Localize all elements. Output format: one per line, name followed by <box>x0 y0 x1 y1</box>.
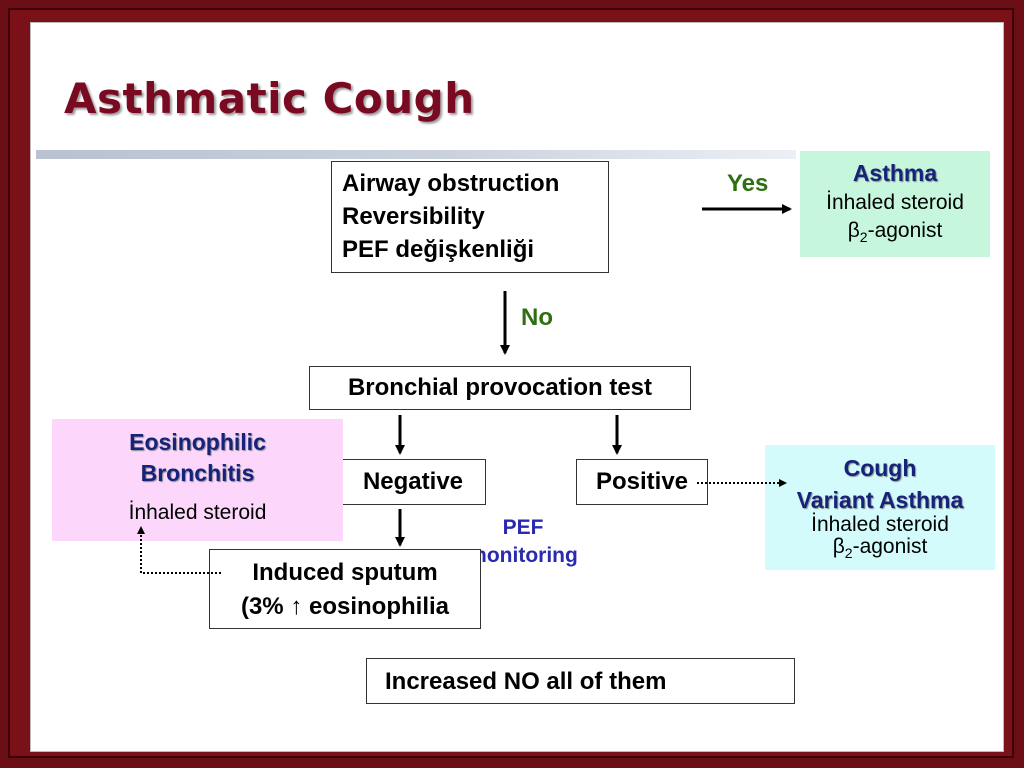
cough-variant-heading-line2: Variant Asthma <box>796 487 964 513</box>
induced-sputum-line1: Induced sputum <box>252 559 438 586</box>
diagnosis-criteria-box: Airway obstruction Reversibility PEF değ… <box>331 161 609 273</box>
positive-label: Positive <box>595 468 689 495</box>
no-label: No <box>521 304 553 331</box>
increased-no-label: Increased NO all of them <box>385 668 667 695</box>
asthma-box: Asthma İnhaled steroid β2-agonist <box>800 151 990 257</box>
negative-box: Negative <box>340 459 486 505</box>
induced-sputum-line2: (3% ↑ eosinophilia <box>210 590 480 624</box>
asthma-steroid-line: İnhaled steroid <box>826 191 964 214</box>
eosinophilic-bronchitis-box: Eosinophilic Bronchitis İnhaled steroid <box>52 419 343 541</box>
provocation-test-box: Bronchial provocation test <box>309 366 691 410</box>
asthma-beta-subscript: 2 <box>859 229 868 246</box>
increased-no-box: Increased NO all of them <box>366 658 795 704</box>
diagnosis-line-reversibility: Reversibility <box>342 203 485 230</box>
slide-title: Asthmatic Cough <box>64 74 475 123</box>
cough-variant-asthma-box: Cough Variant Asthma İnhaled steroid β2-… <box>765 445 995 570</box>
positive-box: Positive <box>576 459 708 505</box>
cough-variant-steroid-line: İnhaled steroid <box>811 513 949 536</box>
pef-monitoring-label: PEF monitoring <box>452 514 594 570</box>
title-underline <box>36 150 796 159</box>
eosinophilic-steroid-line: İnhaled steroid <box>128 501 267 524</box>
induced-sputum-percent: (3% <box>240 593 284 620</box>
eosinophilic-heading-line1: Eosinophilic <box>129 429 266 455</box>
asthma-agonist-line: β2-agonist <box>800 219 990 245</box>
negative-label: Negative <box>362 468 464 495</box>
pef-monitoring-line2: monitoring <box>468 544 578 567</box>
pef-monitoring-line1: PEF <box>502 516 544 539</box>
arrow-up-icon: ↑ <box>290 593 303 620</box>
cough-variant-heading-line1: Cough <box>843 455 917 481</box>
cough-variant-beta-symbol: β <box>832 535 845 558</box>
induced-sputum-box: Induced sputum (3% ↑ eosinophilia <box>209 549 481 629</box>
induced-sputum-eosinophilia: eosinophilia <box>309 593 450 620</box>
diagnosis-line-airway: Airway obstruction <box>342 170 560 197</box>
cough-variant-beta-subscript: 2 <box>844 545 853 562</box>
asthma-heading: Asthma <box>852 160 938 186</box>
cough-variant-agonist-suffix: -agonist <box>852 535 928 558</box>
cough-variant-agonist-line: β2-agonist <box>765 536 995 564</box>
eosinophilic-heading-line2: Bronchitis <box>140 460 255 486</box>
asthma-beta-symbol: β <box>847 219 860 242</box>
provocation-test-label: Bronchial provocation test <box>347 374 653 401</box>
diagnosis-line-pef: PEF değişkenliği <box>342 236 535 263</box>
asthma-agonist-suffix: -agonist <box>867 219 943 242</box>
yes-label: Yes <box>727 170 769 197</box>
